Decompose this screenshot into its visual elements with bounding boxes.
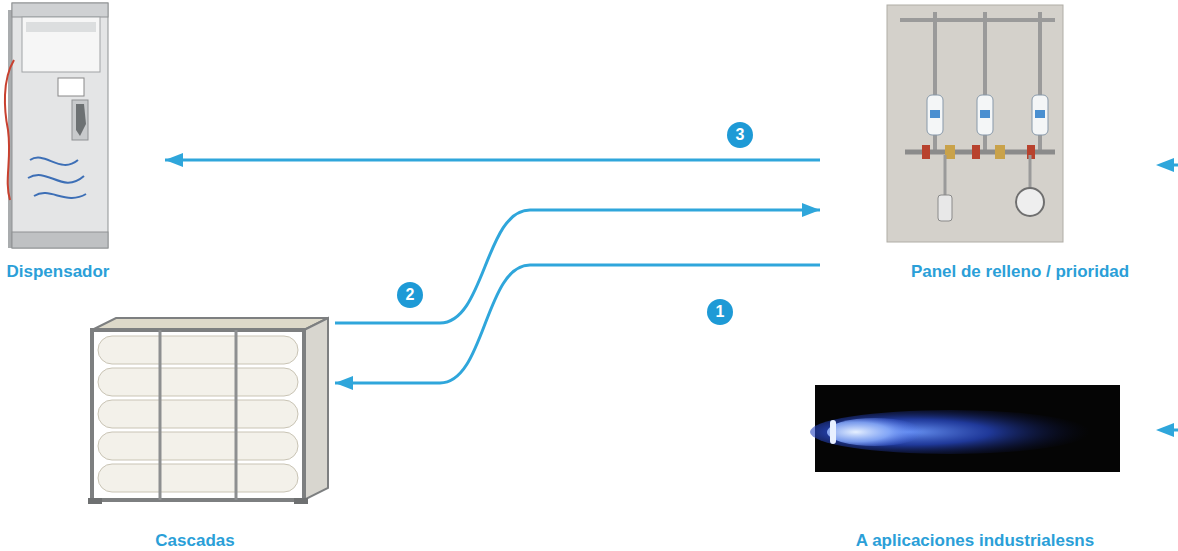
flame-illustration (810, 385, 1120, 472)
panel-illustration-part (930, 110, 940, 118)
cascade-illustration-part (98, 368, 298, 396)
dispenser-illustration-part (72, 100, 88, 140)
node-caption: A aplicaciones industrialesns (856, 531, 1094, 551)
incoming-arrows-part (1156, 423, 1174, 437)
panel-illustration-part (1035, 110, 1045, 118)
dispenser-illustration-part (22, 17, 100, 72)
panel-illustration-part (938, 195, 952, 221)
panel-illustration-part (887, 5, 1063, 242)
dispenser-illustration-part (58, 78, 84, 96)
dispenser-illustration-part (12, 3, 108, 17)
cascade-illustration (88, 318, 328, 504)
callout-number: 1 (707, 299, 733, 325)
cascade-illustration-part (92, 330, 304, 500)
node-caption: Dispensador (7, 262, 110, 282)
panel-illustration-part (977, 95, 993, 135)
callout-number: 2 (397, 282, 423, 308)
dispenser-illustration-part (12, 232, 108, 248)
equipment-node: Cascadas (85, 300, 335, 500)
cascade-illustration-part (98, 400, 298, 428)
flame-illustration-part (810, 410, 1090, 454)
incoming-arrows-part (1156, 158, 1174, 172)
node-caption: Panel de relleno / prioridad (911, 262, 1129, 282)
cascade-illustration-part (88, 498, 102, 504)
cascade-illustration-part (235, 330, 238, 500)
panel-illustration-part (980, 110, 990, 118)
incoming-arrows (1156, 158, 1178, 437)
cascade-illustration-part (159, 330, 162, 500)
dispenser-illustration-part (5, 60, 14, 200)
panel-illustration-part (1029, 155, 1032, 188)
panel-illustration-part (1016, 188, 1044, 216)
dispenser-illustration (5, 3, 108, 248)
flow-arrow (335, 210, 820, 323)
panel-illustration-part (995, 145, 1005, 159)
cascade-illustration-part (98, 336, 298, 364)
cascade-illustration-part (294, 498, 308, 504)
dispenser-illustration-part (28, 158, 86, 198)
cascade-illustration-part (98, 432, 298, 460)
cascade-illustration-part (98, 464, 298, 492)
panel-illustration-part (900, 18, 1055, 22)
node-caption: Cascadas (155, 531, 234, 551)
flame-illustration-part (827, 418, 923, 446)
equipment-node: Dispensador (5, 0, 165, 250)
dispenser-illustration-part (76, 104, 86, 136)
equipment-node: Panel de relleno / prioridad (820, 5, 1070, 275)
cascade-illustration-part (304, 318, 328, 500)
equipment-node: A aplicaciones industrialesns (815, 385, 1120, 472)
panel-illustration (887, 5, 1063, 242)
panel-illustration-part (927, 95, 943, 135)
panel-illustration-part (922, 145, 930, 159)
callout-number: 3 (727, 122, 753, 148)
flow-arrow (165, 159, 820, 162)
dispenser-illustration-part (26, 22, 96, 32)
dispenser-illustration-part (12, 3, 108, 248)
panel-illustration-part (1032, 95, 1048, 135)
flame-illustration-part (830, 420, 836, 444)
panel-illustration-part (972, 145, 980, 159)
